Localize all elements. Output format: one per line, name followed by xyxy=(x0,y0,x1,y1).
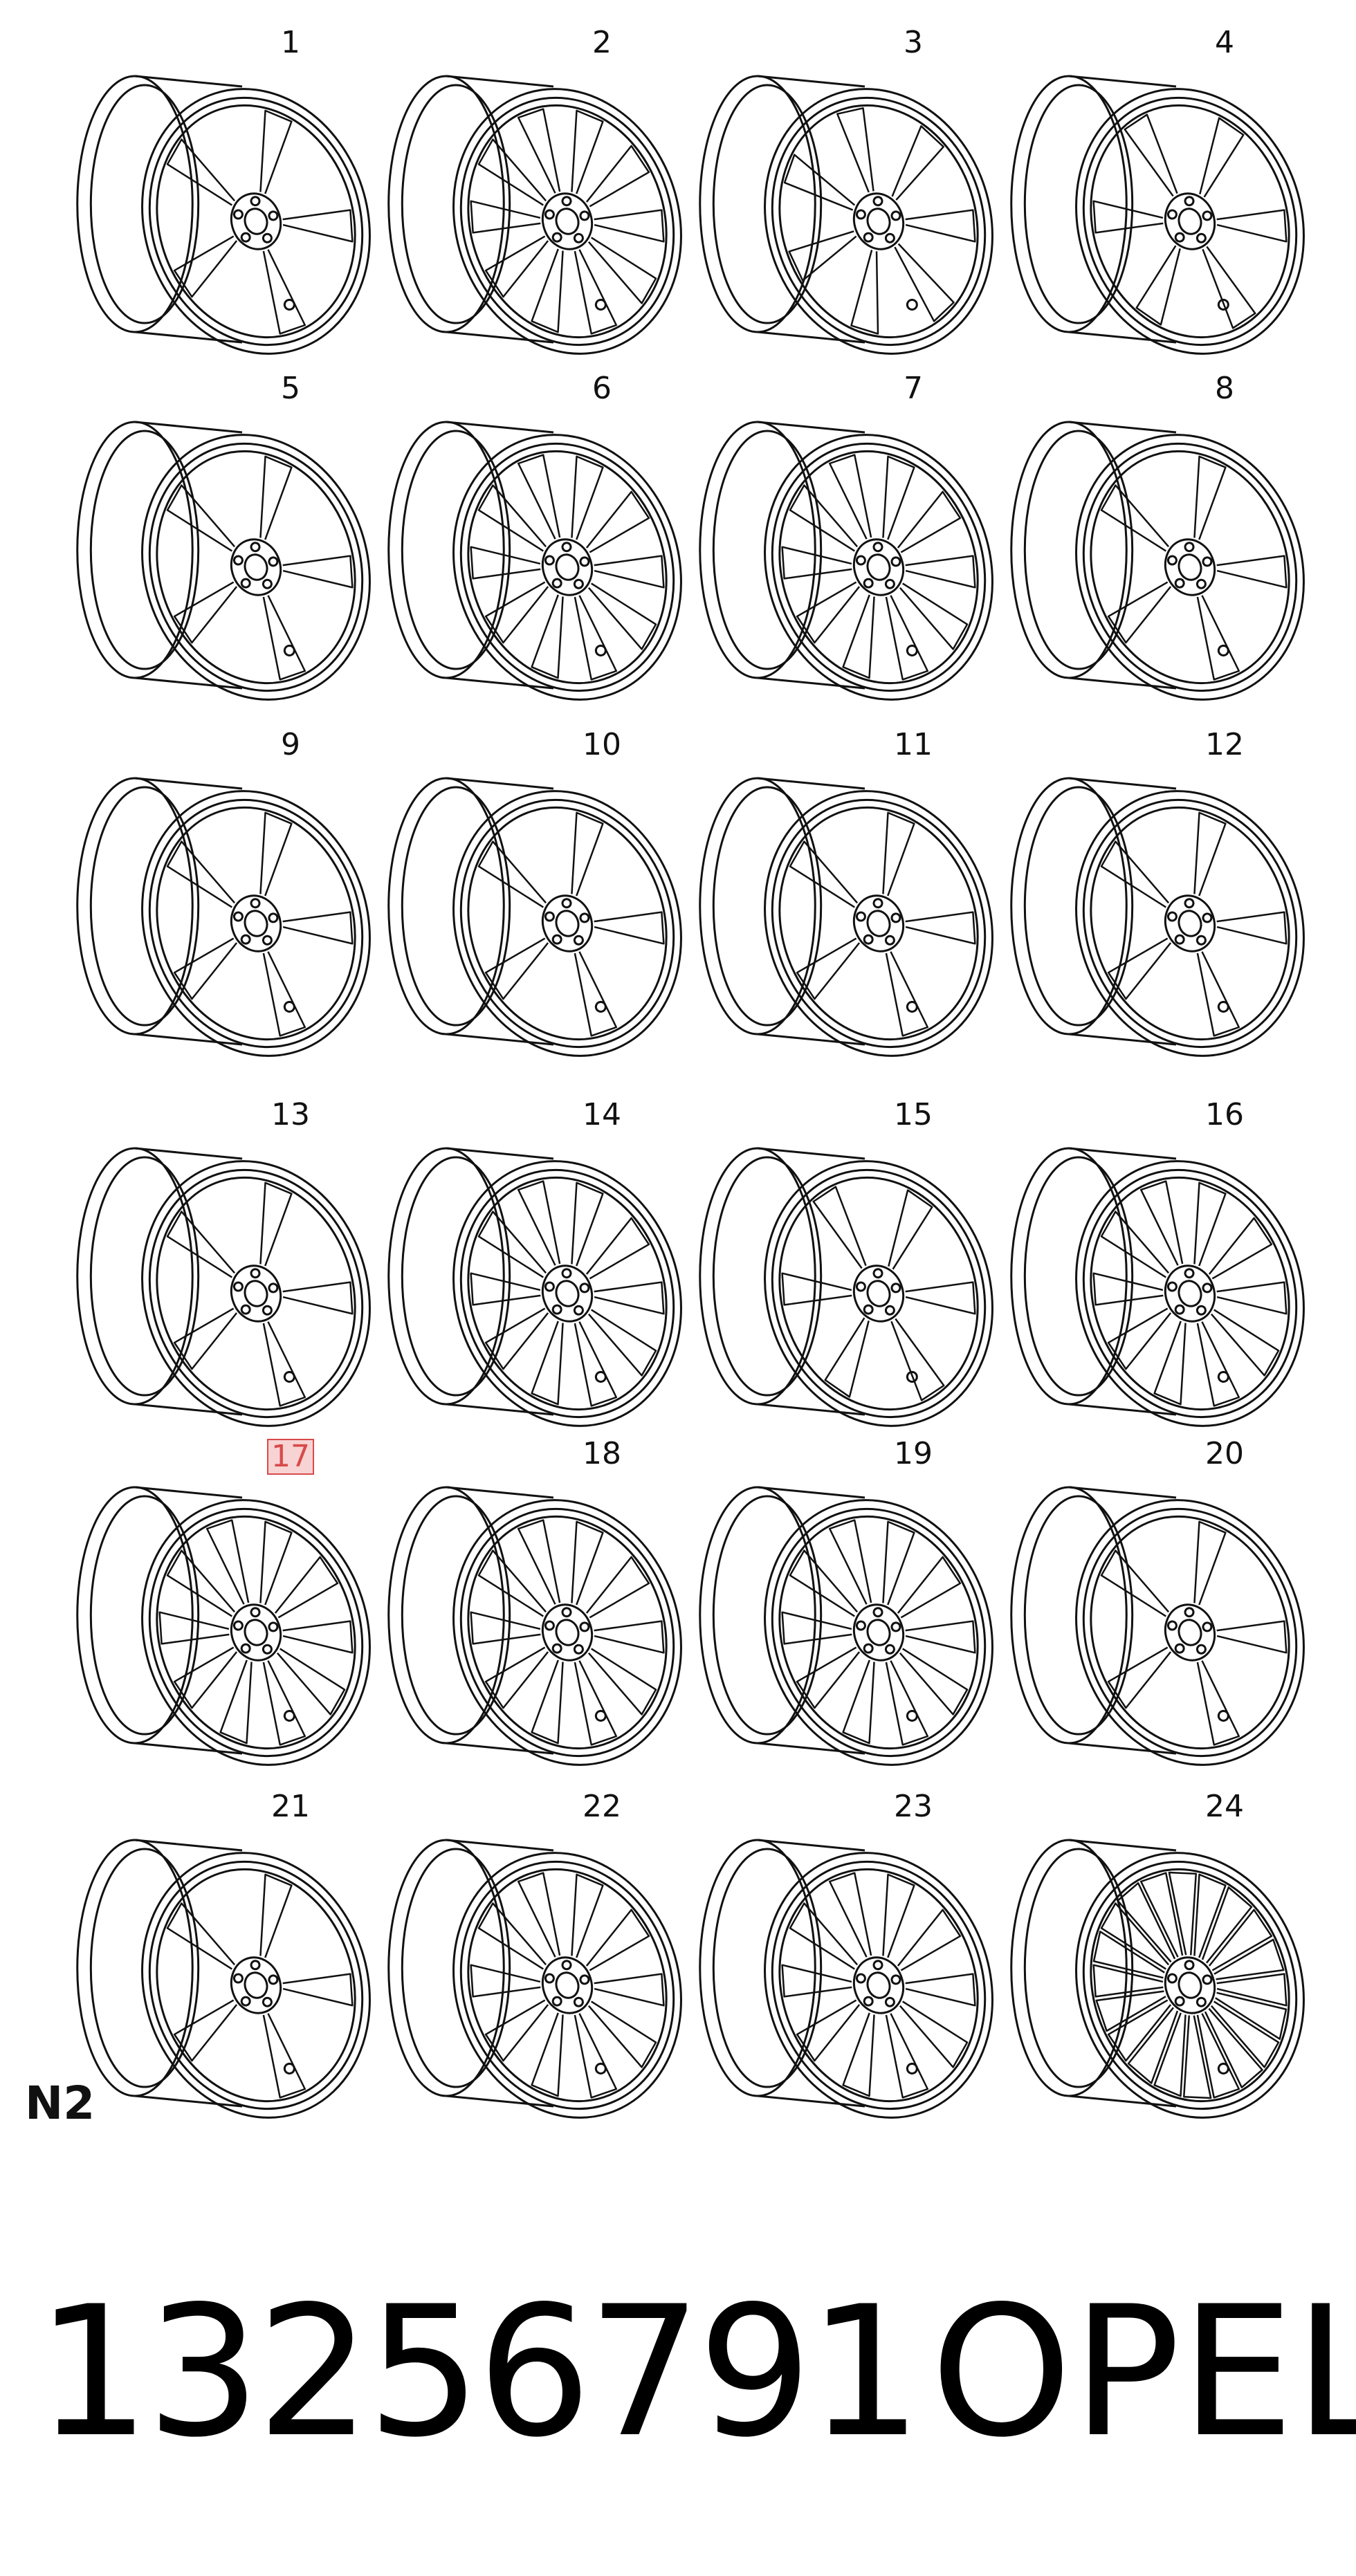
callout-16: 16 xyxy=(1205,1097,1244,1132)
wheel-19 xyxy=(699,1486,993,1766)
callout-7: 7 xyxy=(904,371,923,406)
callout-11: 11 xyxy=(894,727,933,762)
wheel-2 xyxy=(387,75,682,355)
wheel-23 xyxy=(699,1839,993,2119)
callout-3: 3 xyxy=(904,25,923,60)
callout-12: 12 xyxy=(1205,727,1244,762)
callout-15: 15 xyxy=(894,1097,933,1132)
callout-1: 1 xyxy=(281,25,300,60)
callout-20: 20 xyxy=(1205,1436,1244,1471)
callout-21: 21 xyxy=(271,1789,310,1824)
section-label: N2 xyxy=(25,2077,95,2130)
wheel-5 xyxy=(76,421,371,701)
wheel-4 xyxy=(1010,75,1305,355)
callout-8: 8 xyxy=(1215,371,1234,406)
callout-2: 2 xyxy=(592,25,612,60)
callout-5: 5 xyxy=(281,371,300,406)
wheel-13 xyxy=(76,1147,371,1427)
callout-22: 22 xyxy=(583,1789,621,1824)
part-number: 13256791 xyxy=(36,2268,922,2477)
wheel-1 xyxy=(76,75,371,355)
callout-18: 18 xyxy=(583,1436,621,1471)
callout-17: 17 xyxy=(267,1439,314,1475)
wheel-20 xyxy=(1010,1486,1305,1766)
wheel-6 xyxy=(387,421,682,701)
wheel-16 xyxy=(1010,1147,1305,1427)
wheel-9 xyxy=(76,777,371,1057)
wheel-22 xyxy=(387,1839,682,2119)
wheel-17 xyxy=(76,1486,371,1766)
wheel-8 xyxy=(1010,421,1305,701)
wheel-3 xyxy=(699,75,993,355)
wheel-7 xyxy=(699,421,993,701)
brand-name: OPEL xyxy=(931,2268,1356,2477)
wheel-15 xyxy=(699,1147,993,1427)
wheel-21 xyxy=(76,1839,371,2119)
wheel-12 xyxy=(1010,777,1305,1057)
callout-14: 14 xyxy=(583,1097,621,1132)
callout-13: 13 xyxy=(271,1097,310,1132)
callout-10: 10 xyxy=(583,727,621,762)
callout-23: 23 xyxy=(894,1789,933,1824)
callout-24: 24 xyxy=(1205,1789,1244,1824)
wheel-18 xyxy=(387,1486,682,1766)
callout-9: 9 xyxy=(281,727,300,762)
callout-19: 19 xyxy=(894,1436,933,1471)
callout-6: 6 xyxy=(592,371,612,406)
callout-4: 4 xyxy=(1215,25,1234,60)
wheel-11 xyxy=(699,777,993,1057)
wheel-10 xyxy=(387,777,682,1057)
wheel-24 xyxy=(1010,1839,1305,2119)
wheel-14 xyxy=(387,1147,682,1427)
